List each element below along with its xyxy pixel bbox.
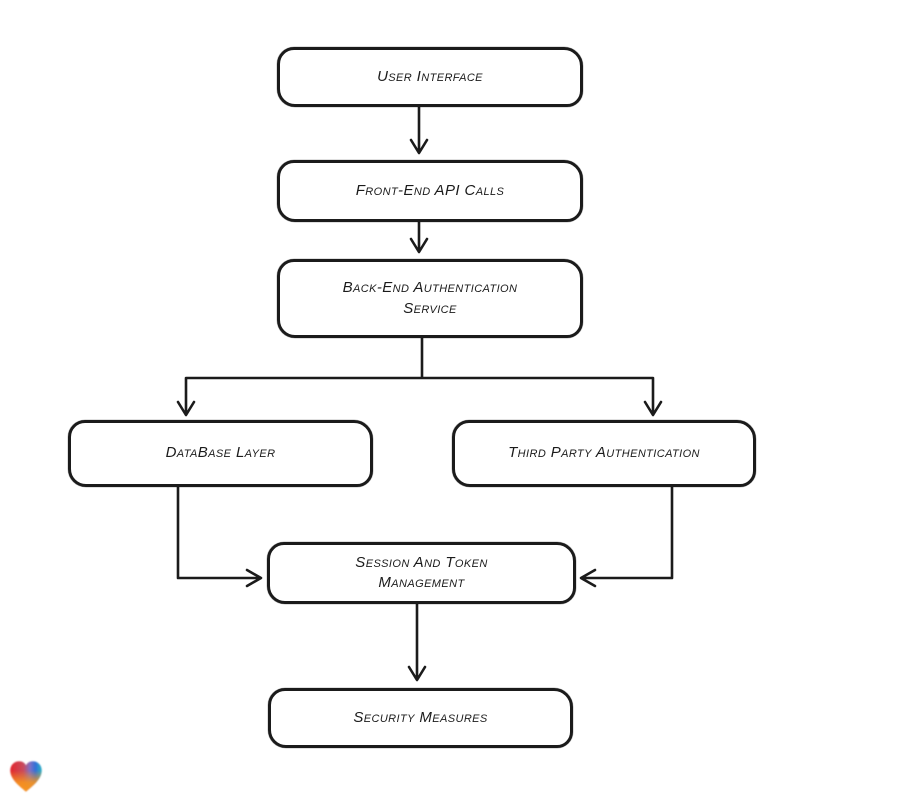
node-label: Front-End API Calls: [355, 181, 505, 199]
node-label: Session And Token Management: [355, 553, 488, 591]
node-database-layer[interactable]: DataBase Layer: [68, 420, 373, 487]
node-label: Third Party Authentication: [508, 444, 700, 462]
edge-database-to-session: [176, 485, 263, 588]
edge-backend-branch: [176, 336, 663, 417]
heart-icon[interactable]: [8, 757, 44, 797]
node-label: Security Measures: [353, 708, 488, 726]
node-label: DataBase Layer: [165, 444, 276, 462]
node-back-end-authentication-service[interactable]: Back-End Authentication Service: [277, 259, 583, 338]
node-label: User Interface: [377, 67, 483, 85]
node-session-and-token-management[interactable]: Session And Token Management: [267, 542, 576, 604]
node-security-measures[interactable]: Security Measures: [268, 688, 573, 748]
node-third-party-authentication[interactable]: Third Party Authentication: [452, 420, 756, 487]
node-user-interface[interactable]: User Interface: [277, 47, 583, 107]
node-label: Back-End Authentication Service: [342, 279, 518, 317]
edge-session-to-security: [407, 602, 427, 682]
edge-frontend-to-backend: [409, 220, 429, 254]
node-front-end-api-calls[interactable]: Front-End API Calls: [277, 160, 583, 222]
edge-ui-to-frontend: [409, 104, 429, 155]
edge-thirdparty-to-session: [579, 485, 674, 588]
